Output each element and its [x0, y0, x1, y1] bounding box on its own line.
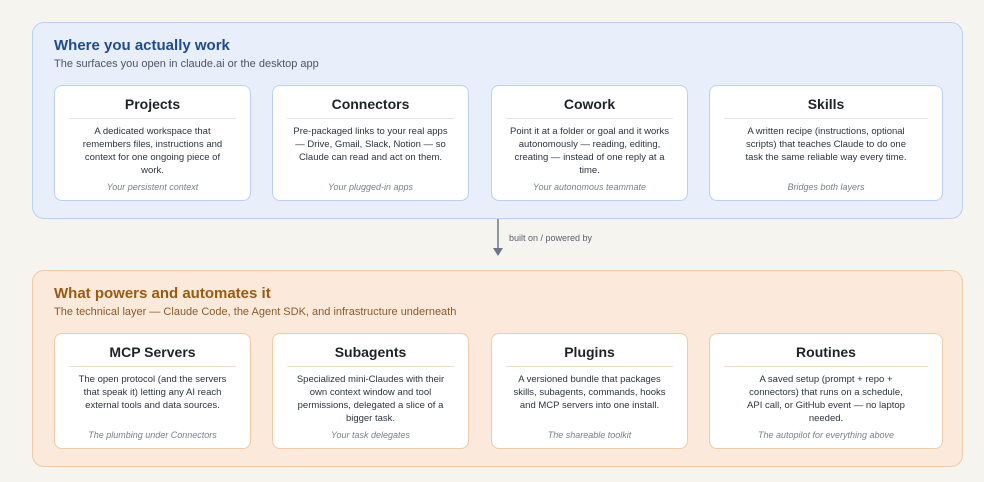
card-divider	[506, 366, 673, 367]
card-description: A versioned bundle that packages skills,…	[513, 374, 666, 411]
card-divider	[506, 118, 673, 119]
connector-label: built on / powered by	[509, 233, 593, 243]
card-subagents: Subagents Specialized mini-Claudes with …	[272, 333, 469, 449]
card-title: Subagents	[334, 344, 407, 360]
card-divider	[287, 366, 454, 367]
card-title: Skills	[807, 96, 845, 112]
card-connectors: Connectors Pre-packaged links to your re…	[272, 85, 469, 201]
card-divider	[69, 366, 236, 367]
card-description: A saved setup (prompt + repo + connector…	[747, 374, 905, 424]
card-mcp-servers: MCP Servers The open protocol (and the s…	[54, 333, 251, 449]
card-title: Routines	[796, 344, 856, 360]
card-title: Plugins	[564, 344, 615, 360]
card-tagline: The shareable toolkit	[547, 430, 632, 440]
card-tagline: Your autonomous teammate	[532, 182, 647, 192]
card-description: The open protocol (and the servers that …	[78, 374, 227, 411]
card-cowork: Cowork Point it at a folder or goal and …	[491, 85, 688, 201]
card-tagline: Your plugged-in apps	[327, 182, 414, 192]
infrastructure-subtitle: The technical layer — Claude Code, the A…	[54, 306, 457, 318]
card-divider	[69, 118, 236, 119]
infrastructure-title: What powers and automates it	[54, 285, 271, 302]
card-tagline: The plumbing under Connectors	[88, 430, 217, 440]
card-description: A written recipe (instructions, optional…	[745, 126, 907, 163]
card-title: MCP Servers	[109, 344, 196, 360]
infrastructure-panel: What powers and automates it The technic…	[32, 270, 963, 467]
card-tagline: Your persistent context	[106, 182, 199, 192]
card-projects: Projects A dedicated workspace that reme…	[54, 85, 251, 201]
card-title: Projects	[124, 96, 181, 112]
card-description: Point it at a folder or goal and it work…	[510, 126, 669, 176]
card-description: Pre-packaged links to your real apps — D…	[293, 126, 448, 163]
arrow-down-icon	[493, 219, 503, 256]
card-tagline: Your task delegates	[330, 430, 411, 440]
card-plugins: Plugins A versioned bundle that packages…	[491, 333, 688, 449]
card-title: Cowork	[563, 96, 616, 112]
card-routines: Routines A saved setup (prompt + repo + …	[709, 333, 943, 449]
surfaces-title: Where you actually work	[54, 37, 230, 54]
card-description: Specialized mini-Claudes with their own …	[296, 374, 445, 424]
card-tagline: Bridges both layers	[787, 182, 865, 192]
card-divider	[287, 118, 454, 119]
card-divider	[724, 118, 928, 119]
surfaces-panel: Where you actually work The surfaces you…	[32, 22, 963, 219]
card-title: Connectors	[331, 96, 410, 112]
card-description: A dedicated workspace that remembers fil…	[82, 126, 223, 176]
card-divider	[724, 366, 928, 367]
card-tagline: The autopilot for everything above	[757, 430, 895, 440]
surfaces-subtitle: The surfaces you open in claude.ai or th…	[54, 58, 319, 70]
card-skills: Skills A written recipe (instructions, o…	[709, 85, 943, 201]
